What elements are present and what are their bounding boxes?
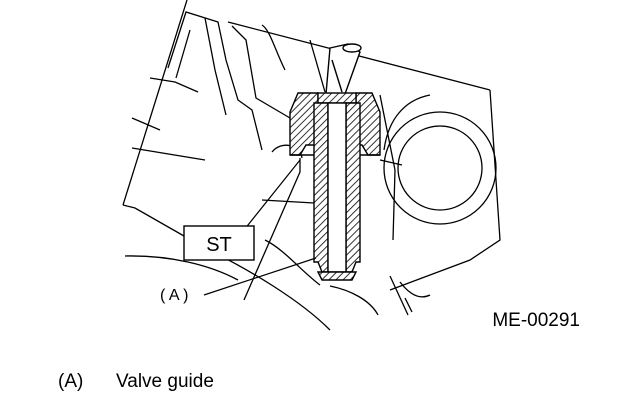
tool-label: ST [206,234,232,256]
legend-row: (A) Valve guide [58,371,214,393]
legend-text: Valve guide [116,371,214,392]
figure-code: ME-00291 [492,310,580,331]
leader-lines [203,159,317,296]
valve-stem [325,43,362,95]
cylinder-head-outline [122,0,501,331]
special-tool-sleeve [289,92,381,156]
tool-label-box [183,225,255,261]
legend-key: (A) [58,371,84,392]
part-a-marker: ( A ) [160,287,188,304]
valve-guide [313,102,361,281]
valve-seat-bore [383,94,497,225]
